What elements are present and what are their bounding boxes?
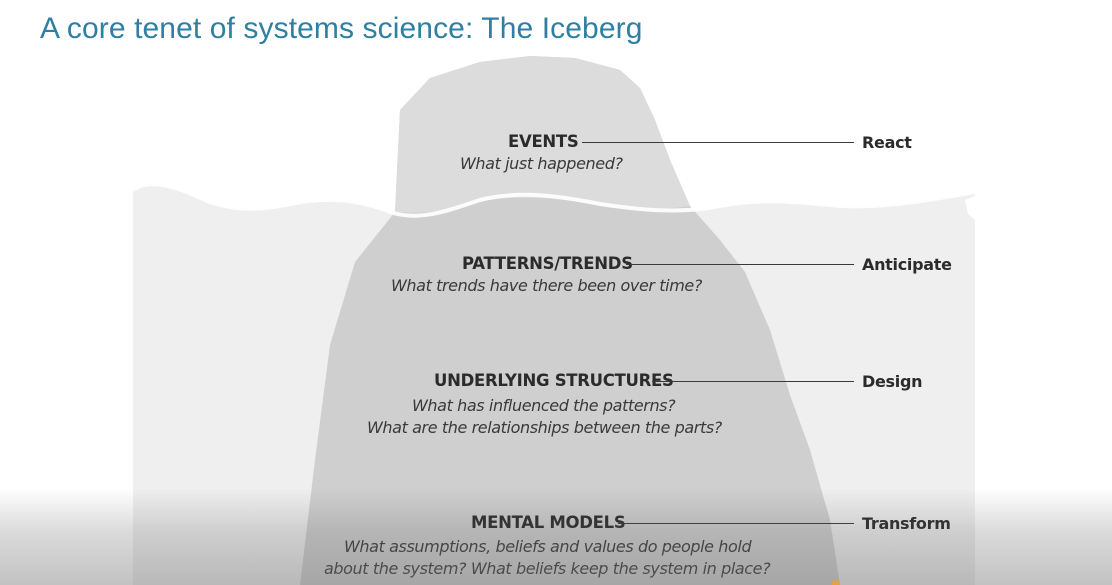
level-question-mental-models-2: about the system? What beliefs keep the …: [324, 559, 771, 578]
response-transform: Transform: [862, 514, 951, 533]
slide-title: A core tenet of systems science: The Ice…: [40, 12, 643, 45]
level-question-structures-1: What has influenced the patterns?: [412, 396, 676, 415]
ice-fragment: [965, 196, 975, 220]
level-question-mental-models-1: What assumptions, beliefs and values do …: [344, 537, 752, 556]
level-heading-events: EVENTS: [508, 132, 579, 151]
leader-line-structures: [652, 381, 854, 382]
level-question-events-1: What just happened?: [460, 154, 623, 173]
copyright-mark: [832, 580, 840, 585]
level-question-structures-2: What are the relationships between the p…: [367, 418, 722, 437]
level-question-patterns-1: What trends have there been over time?: [391, 276, 702, 295]
level-heading-patterns: PATTERNS/TRENDS: [462, 254, 633, 273]
level-heading-structures: UNDERLYING STRUCTURES: [434, 371, 674, 390]
waterline: [131, 182, 976, 218]
response-anticipate: Anticipate: [862, 255, 952, 274]
leader-line-mental-models: [618, 523, 854, 524]
response-design: Design: [862, 372, 923, 391]
leader-line-events: [582, 142, 854, 143]
leader-line-patterns: [626, 264, 854, 265]
response-react: React: [862, 133, 912, 152]
iceberg-tip: [395, 56, 690, 213]
level-heading-mental-models: MENTAL MODELS: [471, 513, 626, 532]
